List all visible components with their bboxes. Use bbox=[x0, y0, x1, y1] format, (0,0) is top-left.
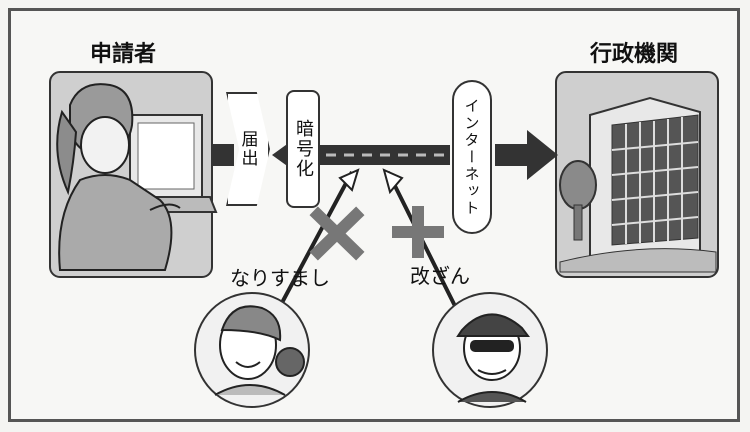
applicant-panel bbox=[49, 71, 218, 278]
spoofing-label: なりすまし bbox=[230, 266, 330, 290]
agency-label: 行政機関 bbox=[590, 42, 679, 67]
agency-panel bbox=[555, 71, 719, 278]
applicant-label: 申請者 bbox=[90, 42, 157, 67]
internet-label: インターネット bbox=[462, 97, 481, 217]
encrypt-label: 暗号化 bbox=[293, 119, 314, 179]
tampering-label: 改ざん bbox=[410, 264, 470, 288]
block-mark-spoofing bbox=[309, 206, 365, 261]
internet-oval: インターネット bbox=[452, 80, 492, 234]
encrypt-step: 暗号化 bbox=[286, 90, 320, 208]
block-mark-tampering bbox=[392, 206, 444, 258]
submit-label: 届出 bbox=[237, 130, 258, 168]
arrow-to-agency bbox=[527, 130, 558, 180]
spoofer-figure bbox=[194, 292, 310, 408]
tamperer-figure bbox=[432, 292, 548, 408]
